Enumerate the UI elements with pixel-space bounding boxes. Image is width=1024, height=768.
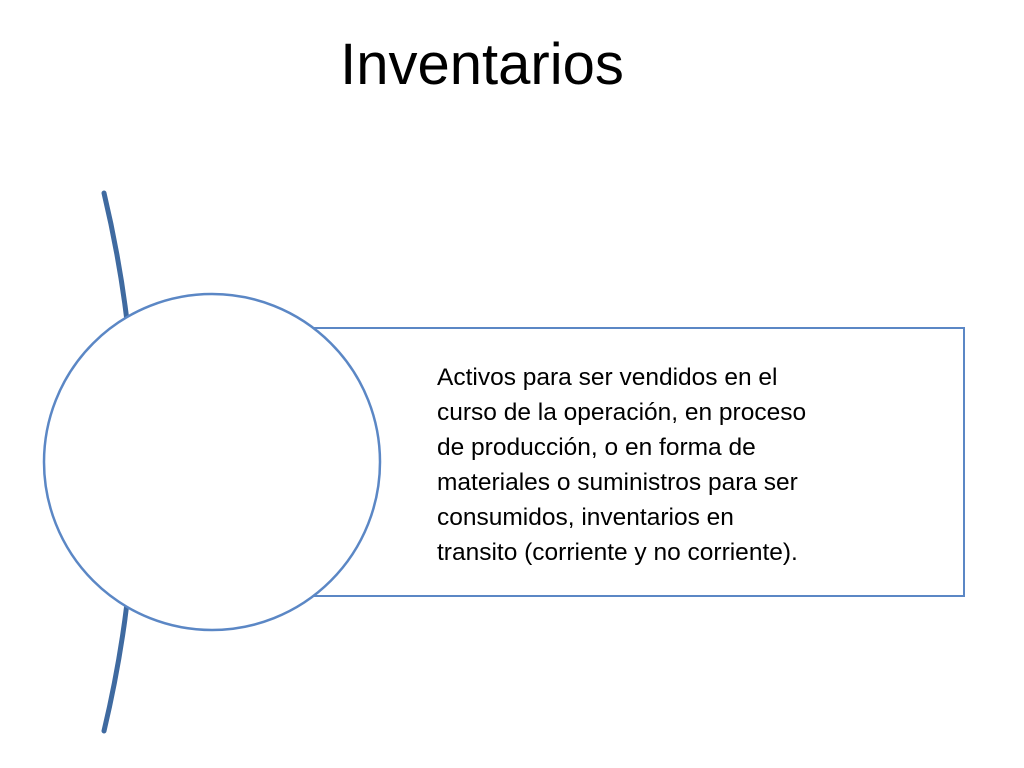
item-circle — [42, 292, 382, 632]
description-line: transito (corriente y no corriente). — [437, 539, 798, 566]
description-line: curso de la operación, en proceso — [437, 399, 807, 426]
description-line: de producción, o en forma de — [437, 434, 756, 461]
item-description: Activos para ser vendidos en el curso de… — [437, 360, 957, 570]
description-line: consumidos, inventarios en — [437, 504, 734, 531]
description-line: Activos para ser vendidos en el — [437, 364, 778, 391]
slide-title: Inventarios — [340, 32, 624, 97]
description-line: materiales o suministros para ser — [437, 469, 798, 496]
